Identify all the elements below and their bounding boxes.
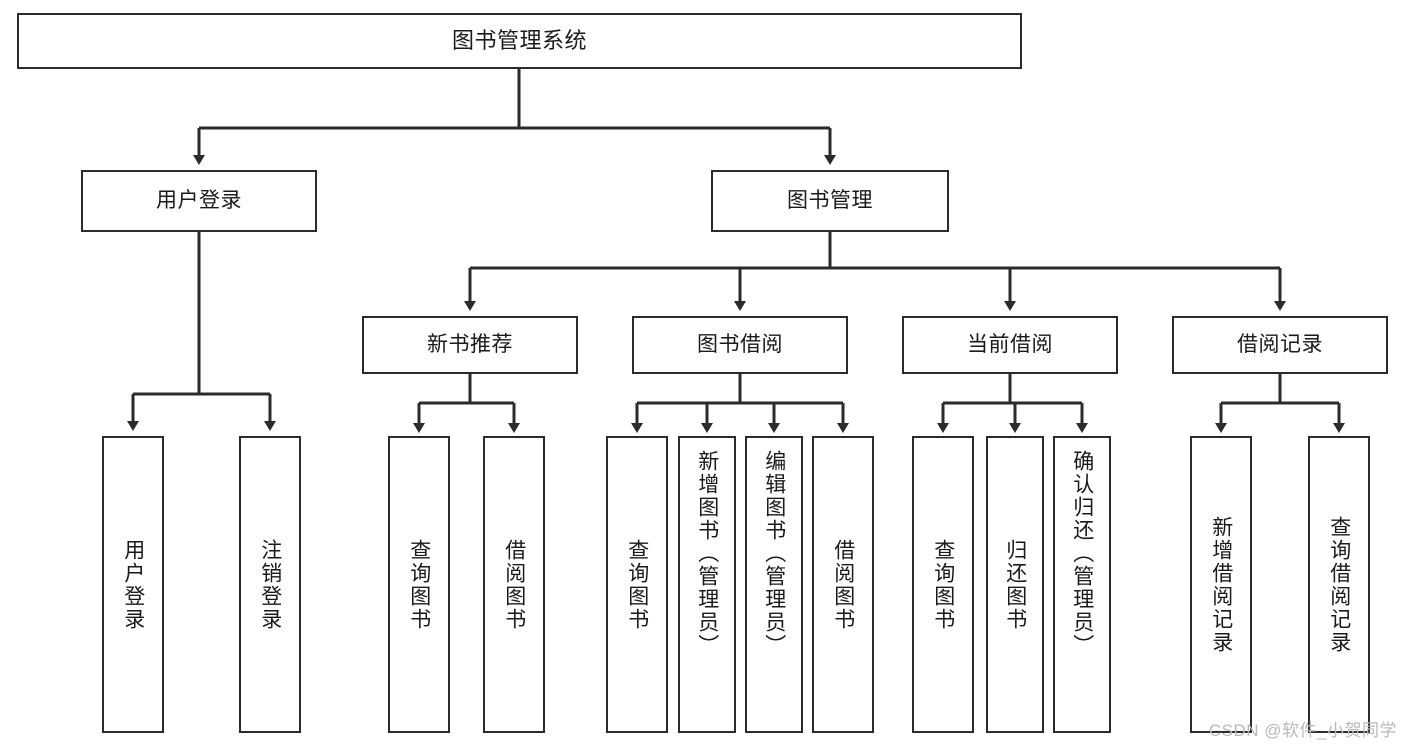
node-new-book-recommend[interactable]: 新书推荐 (362, 316, 578, 374)
leaf-query-book-borrow-label: 查询图书 (625, 538, 649, 631)
leaf-user-login-label: 用户登录 (121, 538, 145, 631)
leaf-query-borrow-record[interactable]: 查询借阅记录 (1308, 436, 1370, 733)
leaf-borrow-book-label: 借阅图书 (831, 538, 855, 631)
leaf-add-borrow-record-label: 新增借阅记录 (1209, 515, 1233, 654)
leaf-query-borrow-record-label: 查询借阅记录 (1327, 515, 1351, 654)
leaf-add-book-admin-label: 新增图书（管理员） (695, 450, 719, 657)
node-user-login-label: 用户登录 (156, 188, 242, 212)
node-borrow-record[interactable]: 借阅记录 (1172, 316, 1388, 374)
leaf-confirm-return-admin-label: 确认归还（管理员） (1070, 450, 1094, 657)
leaf-add-borrow-record[interactable]: 新增借阅记录 (1190, 436, 1252, 733)
node-root-label: 图书管理系统 (451, 28, 587, 54)
leaf-borrow-book[interactable]: 借阅图书 (812, 436, 874, 733)
node-current-borrow-label: 当前借阅 (967, 332, 1053, 356)
node-new-book-recommend-label: 新书推荐 (427, 332, 513, 356)
node-current-borrow[interactable]: 当前借阅 (902, 316, 1118, 374)
leaf-edit-book-admin-label: 编辑图书（管理员） (762, 450, 786, 657)
node-book-management[interactable]: 图书管理 (711, 170, 949, 232)
watermark-text: CSDN @软件_小贺同学 (1208, 721, 1397, 740)
leaf-query-book-borrow[interactable]: 查询图书 (606, 436, 668, 733)
leaf-logout-label: 注销登录 (258, 538, 282, 631)
leaf-query-book-current-label: 查询图书 (931, 538, 955, 631)
leaf-add-book-admin[interactable]: 新增图书（管理员） (678, 436, 736, 733)
leaf-logout[interactable]: 注销登录 (239, 436, 301, 733)
leaf-query-book-newrec[interactable]: 查询图书 (388, 436, 450, 733)
leaf-query-book-current[interactable]: 查询图书 (912, 436, 974, 733)
leaf-return-book-label: 归还图书 (1003, 538, 1027, 631)
leaf-borrow-book-newrec-label: 借阅图书 (502, 538, 526, 631)
node-book-borrow-label: 图书借阅 (697, 332, 783, 356)
leaf-return-book[interactable]: 归还图书 (986, 436, 1044, 733)
node-borrow-record-label: 借阅记录 (1237, 332, 1323, 356)
leaf-confirm-return-admin[interactable]: 确认归还（管理员） (1053, 436, 1111, 733)
leaf-borrow-book-newrec[interactable]: 借阅图书 (483, 436, 545, 733)
leaf-user-login[interactable]: 用户登录 (102, 436, 164, 733)
node-user-login[interactable]: 用户登录 (81, 170, 317, 232)
leaf-query-book-newrec-label: 查询图书 (407, 538, 431, 631)
node-root[interactable]: 图书管理系统 (17, 13, 1022, 69)
leaf-edit-book-admin[interactable]: 编辑图书（管理员） (745, 436, 803, 733)
node-book-management-label: 图书管理 (787, 188, 873, 212)
node-book-borrow[interactable]: 图书借阅 (632, 316, 848, 374)
